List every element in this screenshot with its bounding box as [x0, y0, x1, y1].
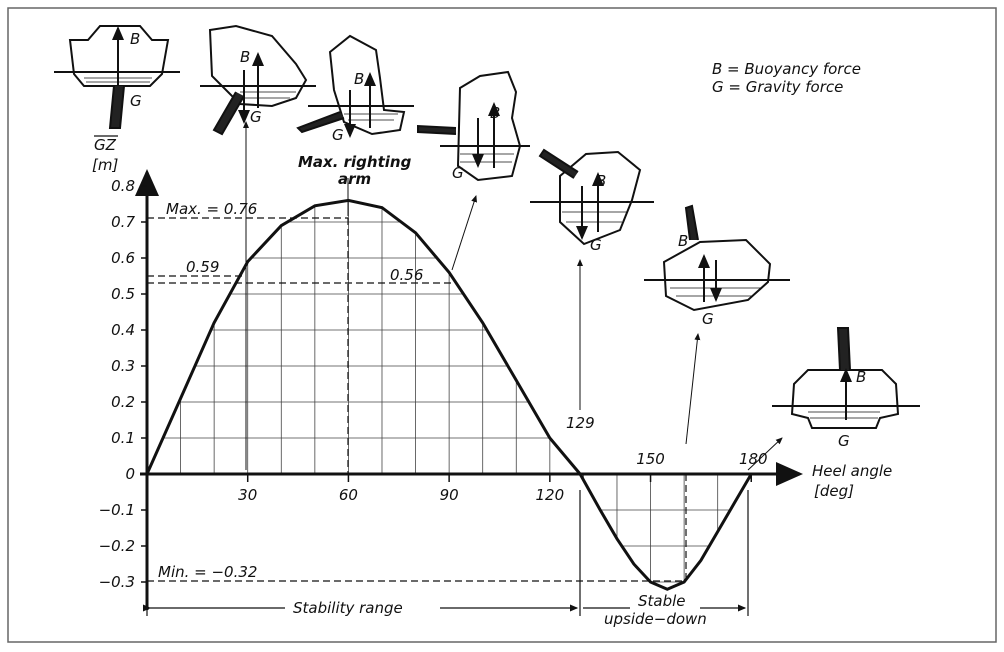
- gz-curve: [145, 198, 753, 591]
- hull-180-g: G: [838, 432, 850, 450]
- y-axis-label: GZ: [94, 136, 117, 154]
- hull-180-b: B: [856, 368, 866, 386]
- value-056: 0.56: [390, 266, 423, 284]
- y-tick-label: 0.5: [111, 285, 135, 303]
- hull-sketch-90: [417, 70, 530, 182]
- hull-upright-b: B: [130, 30, 140, 48]
- y-axis-unit: [m]: [92, 156, 118, 174]
- y-tick-label: 0.4: [111, 321, 135, 339]
- stability-range-bar: [142, 490, 749, 616]
- legend-g: G = Gravity force: [712, 78, 843, 96]
- legend-b: B = Buoyancy force: [712, 60, 861, 78]
- hull-sketch-150: [644, 204, 790, 312]
- hull-129-b: B: [596, 172, 606, 190]
- x-tick-label: 30: [238, 486, 257, 504]
- y-tick-label: 0.7: [111, 213, 135, 231]
- y-tick-label: 0: [125, 465, 135, 483]
- hull-30-b: B: [240, 48, 250, 66]
- hull-90-b: B: [490, 104, 500, 122]
- max-righting-arm-label-2: arm: [338, 170, 371, 188]
- min-label: Min. = −0.32: [158, 563, 257, 581]
- y-tick-label: 0.2: [111, 393, 135, 411]
- y-tick-label: 0.6: [111, 249, 135, 267]
- hatch-grid: [163, 200, 732, 583]
- x-axis-label: Heel angle: [812, 462, 892, 480]
- zero-crossing-label: 129: [566, 414, 595, 432]
- hull-30-g: G: [250, 108, 262, 126]
- y-tick-label: 0.8: [111, 177, 135, 195]
- guide-lines: [147, 217, 687, 582]
- hull-sketch-180: [772, 327, 920, 429]
- y-tick-label: 0.3: [111, 357, 135, 375]
- max-righting-arm-label: Max. righting: [298, 153, 412, 171]
- x-tick-label: 120: [536, 486, 565, 504]
- hull-upright-g: G: [130, 92, 142, 110]
- hull-129-g: G: [590, 236, 602, 254]
- stability-range-label: Stability range: [293, 599, 403, 617]
- y-tick-label: −0.1: [99, 501, 135, 519]
- x-tick-label: 60: [339, 486, 358, 504]
- hull-90-g: G: [452, 164, 464, 182]
- max-label: Max. = 0.76: [166, 200, 257, 218]
- y-tick-label: −0.2: [99, 537, 135, 555]
- value-059: 0.59: [186, 258, 219, 276]
- stable-upside-label: Stable: [638, 592, 686, 610]
- x-tick-label: 90: [440, 486, 459, 504]
- y-tick-label: −0.3: [99, 573, 135, 591]
- hull-pointers: [243, 121, 783, 471]
- hull-60-b: B: [354, 70, 364, 88]
- hull-sketch-60: [296, 34, 414, 138]
- x-axis-unit: [deg]: [814, 482, 854, 500]
- hull-60-g: G: [332, 126, 344, 144]
- y-tick-label: 0.1: [111, 429, 135, 447]
- hull-sketch-129: [530, 148, 654, 246]
- stable-upside-label-2: upside−down: [604, 610, 707, 628]
- figure-border: [7, 7, 997, 643]
- hull-sketch-upright: [54, 25, 180, 129]
- hull-sketch-30: [200, 24, 316, 136]
- hull-150-b: B: [678, 232, 688, 250]
- x-tick-label: 180: [739, 450, 768, 468]
- x-tick-label: 150: [636, 450, 665, 468]
- hull-150-g: G: [702, 310, 714, 328]
